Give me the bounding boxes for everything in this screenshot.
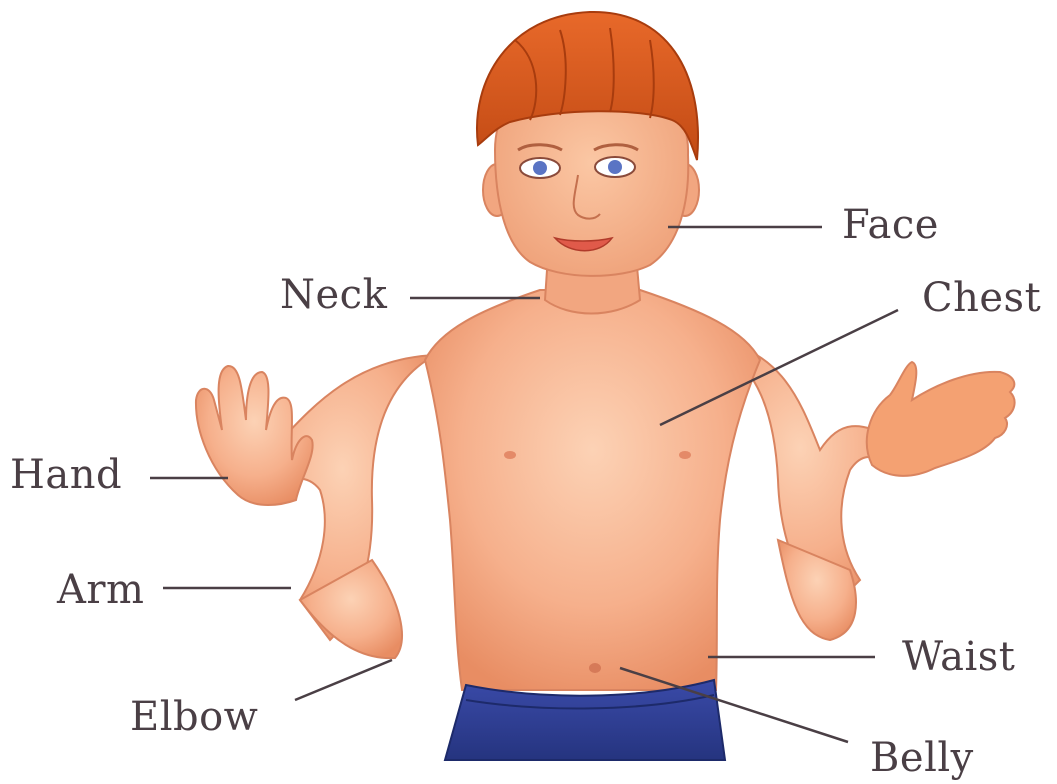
arm-label: Arm [57,570,144,610]
belly-label: Belly [870,738,974,778]
chest-label: Chest [922,278,1041,318]
face-label: Face [842,205,939,245]
hand-label: Hand [10,455,122,495]
blue-shorts [445,680,725,760]
waist-label: Waist [902,637,1015,677]
neck-label: Neck [280,275,387,315]
head [477,12,699,276]
right-hand [867,362,1015,476]
elbow-leader-line [295,660,392,700]
torso [425,290,760,690]
elbow-label: Elbow [130,697,258,737]
